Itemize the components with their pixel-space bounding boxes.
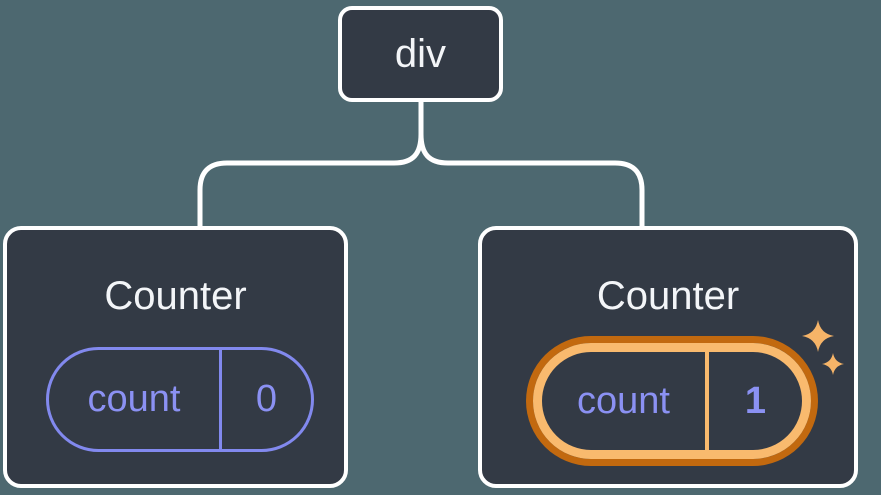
counter-title: Counter <box>104 274 247 318</box>
state-pill-count-0: count 0 <box>46 347 314 452</box>
counter-title: Counter <box>596 274 740 318</box>
root-node-div: div <box>338 6 503 102</box>
counter-card-left: Counter count 0 <box>3 226 348 488</box>
state-pill-divider <box>219 350 222 449</box>
connector-left-branch <box>197 131 424 230</box>
connector-right-branch <box>418 131 645 230</box>
state-key-label: count <box>577 379 670 422</box>
state-value: 0 <box>255 378 278 420</box>
counter-card-right: Counter count 1 <box>478 226 858 488</box>
state-key-label: count <box>87 378 181 420</box>
state-pill-count-1-highlighted: count 1 <box>533 343 811 459</box>
state-value: 1 <box>744 379 767 422</box>
state-pill-divider <box>705 352 709 450</box>
root-node-label: div <box>394 31 447 76</box>
